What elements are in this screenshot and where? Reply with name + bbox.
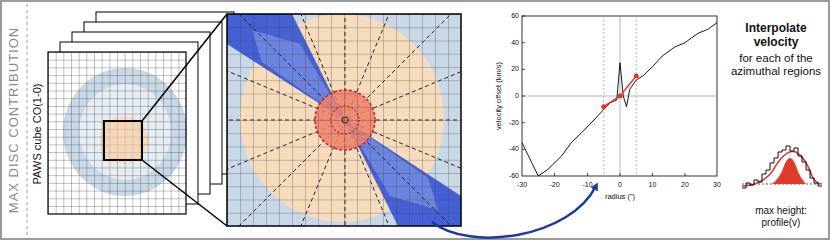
tick-label: 0 [618, 181, 622, 189]
tick-label: -40 [509, 145, 519, 153]
tick-label: -20 [509, 119, 519, 127]
velocity-plot [522, 16, 717, 176]
tick-label: -20 [549, 181, 559, 189]
cube-label: PAWS cube CO(1-0) [31, 84, 44, 185]
tick-label: 20 [681, 181, 689, 189]
axis-label: velocity offset (km/s) [495, 62, 504, 130]
zoom-grid [145, 0, 545, 240]
tick-label: 20 [511, 65, 519, 73]
text-column: Interpolate velocityfor each of the azim… [724, 22, 828, 78]
tick-label: 0 [515, 92, 519, 100]
axis-label: radius (") [605, 193, 635, 202]
tick-label: -30 [517, 181, 527, 189]
step-text: for each of the azimuthal regions [724, 52, 828, 78]
profile-sketch [742, 146, 822, 188]
zoom-line [142, 14, 227, 121]
tick-label: -10 [582, 181, 592, 189]
tick-label: 30 [713, 181, 721, 189]
pointer-arrow [432, 186, 596, 238]
step-title: Interpolate velocity [724, 22, 828, 50]
tick-label: 60 [511, 12, 519, 20]
separator [27, 4, 28, 236]
tick-label: 40 [511, 39, 519, 47]
zoom-line [142, 160, 227, 226]
cube-stack [48, 12, 234, 214]
tick-label: -60 [509, 172, 519, 180]
side-title: MAX DISC CONTRIBUTION [7, 27, 22, 213]
profile-note: max height: profile(v) [746, 205, 816, 228]
tick-label: 10 [649, 181, 657, 189]
